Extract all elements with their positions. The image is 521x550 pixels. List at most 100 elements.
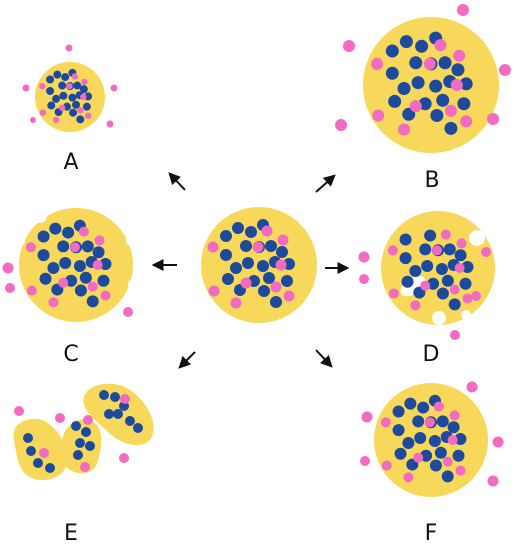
pink-granule [449, 410, 460, 421]
chromatin-dot [385, 44, 399, 58]
chromatin-dot [412, 415, 425, 428]
chromatin-dot [429, 459, 442, 472]
chromatin-dot [454, 249, 467, 262]
chromatin-dot [39, 272, 52, 285]
chromatin-dot [451, 63, 465, 77]
chromatin-dot [79, 271, 92, 284]
arrow-to-a [168, 172, 186, 191]
pink-granule [455, 465, 466, 476]
chromatin-dot [72, 100, 81, 109]
chromatin-dot [104, 409, 114, 419]
pink-dots [22, 44, 118, 128]
extracellular-granule [359, 274, 369, 284]
chromatin-dot [97, 274, 110, 287]
pink-granule [58, 104, 66, 112]
pink-granule [398, 123, 411, 136]
pink-granule [252, 241, 264, 253]
cell-center [201, 207, 317, 323]
chromatin-dot [33, 458, 43, 468]
chromatin-dot [45, 463, 55, 473]
chromatin-dot [399, 252, 412, 265]
chromatin-dot [49, 222, 62, 235]
chromatin-dot [125, 416, 135, 426]
pink-granule [261, 225, 273, 237]
chromatin-dot [133, 423, 143, 433]
pink-granule [52, 116, 60, 124]
chromatin-dot [59, 257, 72, 270]
pink-dots [14, 394, 130, 472]
chromatin-dot [392, 405, 405, 418]
chromatin-dot [404, 397, 417, 410]
pink-dots [358, 229, 491, 340]
pink-granule [277, 234, 289, 246]
chromatin-dot [430, 108, 444, 122]
chromatin-dot [409, 56, 423, 70]
chromatin-dot [399, 35, 413, 49]
chromatin-dot [401, 275, 414, 288]
pink-granule [432, 245, 443, 256]
chromatin-dot [74, 284, 87, 297]
chromatin-dot [75, 438, 85, 448]
pink-granule [423, 57, 436, 70]
pink-granule [462, 293, 473, 304]
pink-dots [360, 381, 504, 487]
cell-d [358, 211, 501, 340]
chromatin-dot [37, 230, 50, 243]
chromatin-dot [73, 259, 86, 272]
pink-granule [409, 100, 422, 113]
pink-granule [58, 277, 69, 288]
pink-granule [87, 281, 98, 292]
label-b: B [424, 168, 440, 193]
extracellular-granule [30, 117, 36, 123]
chromatin-dot [428, 434, 441, 447]
membrane-notch [126, 233, 140, 247]
pink-granule [66, 82, 73, 90]
chromatin-dot [242, 257, 254, 269]
chromatin-dot [454, 433, 467, 446]
chromatin-dot [409, 264, 422, 277]
chromatin-dot [47, 101, 56, 110]
pink-granule [425, 417, 436, 428]
membrane-notch [432, 311, 446, 325]
chromatin-dot [414, 432, 427, 445]
chromatin-dot [58, 81, 67, 90]
pink-granule [100, 290, 111, 301]
chromatin-dot [421, 260, 434, 273]
extracellular-granule [450, 330, 460, 340]
pink-granule [39, 82, 46, 90]
pink-granule [372, 109, 385, 122]
pink-granule [25, 242, 36, 253]
chromatin-dot [73, 450, 83, 460]
chromatin-dot [240, 240, 252, 252]
chromatin-dot [399, 233, 412, 246]
arrow-to-b [315, 174, 336, 193]
pink-granule [48, 297, 59, 308]
pink-granule [39, 448, 49, 458]
chromatin-dot [402, 107, 416, 121]
chromatin-dot [388, 94, 402, 108]
chromatin-dot [444, 121, 458, 135]
chromatin-dot [411, 76, 425, 90]
chromatin-dot [26, 446, 36, 456]
chromatin-dot [270, 296, 282, 308]
membrane-notch [9, 232, 25, 248]
pink-granule [120, 394, 130, 404]
chromatin-dot [52, 94, 61, 103]
extracellular-granule [361, 411, 373, 423]
chromatin-dot [110, 392, 120, 402]
chromatin-dot [461, 261, 474, 274]
extracellular-granule [457, 4, 469, 16]
chromatin-dot [417, 401, 430, 414]
extracellular-granule [106, 120, 114, 128]
pink-granule [78, 226, 89, 237]
pink-granule [380, 417, 391, 428]
pink-granule [442, 456, 453, 467]
chromatin-dot [257, 260, 269, 272]
membrane-notches [9, 209, 142, 310]
pink-granule [119, 453, 129, 463]
chromatin-dot [73, 81, 82, 90]
label-a: A [63, 150, 79, 175]
cell-a [22, 44, 118, 132]
pink-granule [83, 415, 93, 425]
extracellular-granule [343, 40, 355, 52]
